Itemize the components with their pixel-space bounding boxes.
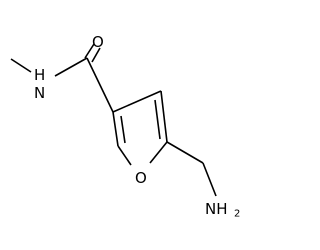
bond-carbonyl-o-b bbox=[91, 47, 101, 63]
bond-n-carbonyl bbox=[54, 57, 88, 77]
bond-c4-c5-double bbox=[154, 99, 161, 140]
molecule-structure: O N H O NH 2 bbox=[10, 33, 240, 220]
bond-c2-c3 bbox=[112, 111, 119, 147]
bond-c5-o bbox=[149, 141, 168, 164]
bond-methyl-n bbox=[10, 58, 32, 73]
bond-carbonyl-o-a bbox=[84, 43, 95, 59]
ring-oxygen-label: O bbox=[135, 169, 147, 187]
bond-c5-ch2 bbox=[166, 141, 204, 164]
amide-nitrogen-label: N bbox=[34, 84, 45, 102]
bond-carbonyl-ring bbox=[86, 57, 114, 113]
bond-c3-c4 bbox=[112, 90, 162, 113]
amine-subscript-label: 2 bbox=[234, 209, 240, 220]
bond-ch2-n bbox=[202, 162, 217, 197]
bond-o-c2 bbox=[117, 145, 132, 166]
amide-hydrogen-label: H bbox=[34, 66, 45, 84]
amine-nitrogen-label: NH bbox=[205, 200, 228, 218]
bond-c4-c5 bbox=[160, 90, 168, 143]
carbonyl-oxygen-label: O bbox=[92, 33, 104, 51]
bond-c2-c3-double bbox=[120, 115, 126, 144]
